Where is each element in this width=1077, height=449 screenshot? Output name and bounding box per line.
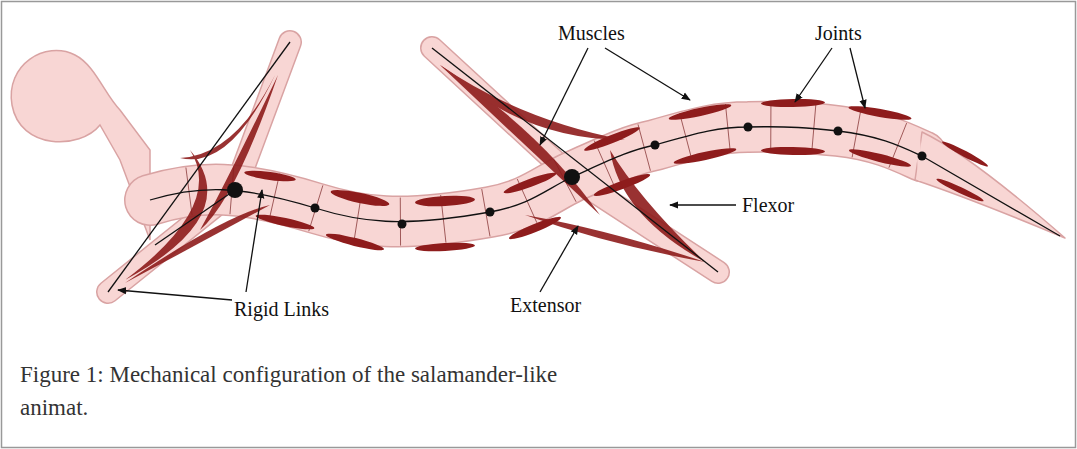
muscles-label: Muscles — [558, 22, 625, 44]
extensor-label: Extensor — [510, 294, 581, 316]
limb-muscles — [125, 65, 705, 283]
flexor-label: Flexor — [742, 194, 794, 216]
body-muscles — [244, 98, 990, 253]
figure-caption: Figure 1: Mechanical configuration of th… — [20, 358, 610, 425]
joints — [227, 123, 927, 229]
leader-lines — [118, 48, 865, 300]
rigid-links-label: Rigid Links — [234, 298, 329, 320]
joints-label: Joints — [815, 22, 862, 44]
rigid-links — [108, 42, 1060, 292]
